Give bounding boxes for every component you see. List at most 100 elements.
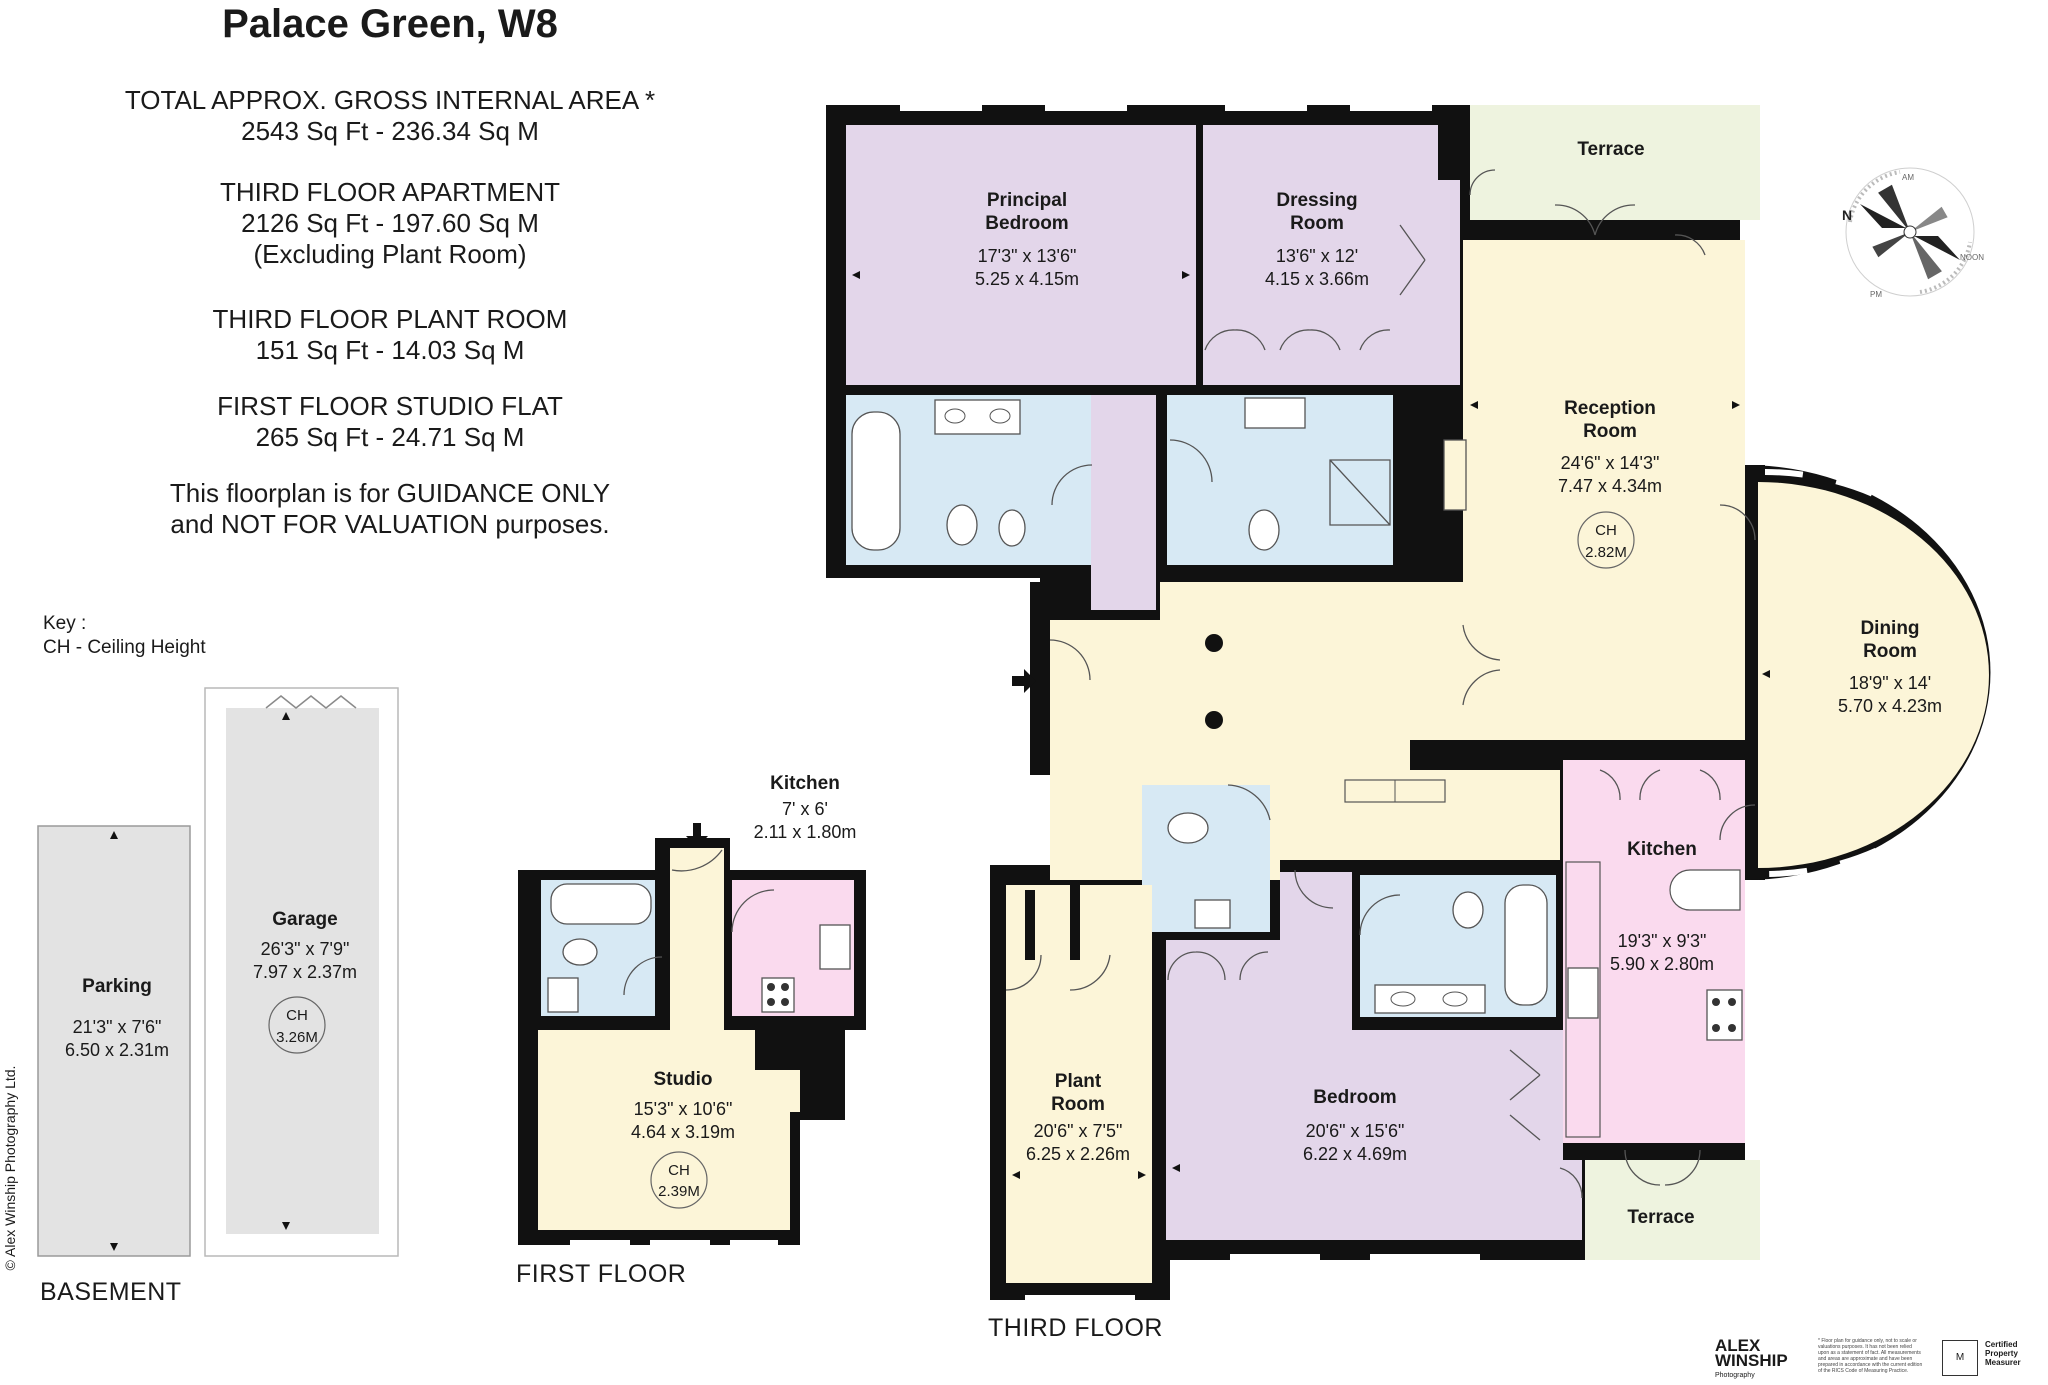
- dining-door: [1719, 504, 1756, 841]
- basin-bowl: [989, 408, 1011, 424]
- third-floor-area-value: 2126 Sq Ft - 197.60 Sq M: [241, 208, 539, 238]
- column: [1205, 711, 1223, 729]
- kitchen-sink: [1567, 967, 1599, 1019]
- parking-name: Parking: [82, 976, 152, 997]
- reception-name-2: Room: [1583, 421, 1637, 442]
- guidance-note: This floorplan is for GUIDANCE ONLY and …: [60, 478, 720, 540]
- plant-room-imperial: 20'6" x 7'5": [1034, 1121, 1123, 1141]
- studio-flat-area-label: FIRST FLOOR STUDIO FLAT: [217, 391, 563, 421]
- hob-ring: [1728, 998, 1736, 1006]
- studio-hallway: [670, 848, 724, 1030]
- third-floor-area: THIRD FLOOR APARTMENT 2126 Sq Ft - 197.6…: [60, 177, 720, 270]
- toilet: [946, 504, 978, 546]
- reception-metric: 7.47 x 4.34m: [1558, 476, 1662, 496]
- basement-label: BASEMENT: [40, 1278, 182, 1306]
- kitchen-sink: [819, 924, 851, 970]
- basin-bowl: [944, 408, 966, 424]
- ch-label: CH: [1595, 522, 1617, 539]
- bedroom-name: Bedroom: [1313, 1087, 1396, 1108]
- studio-room: [538, 1030, 800, 1230]
- basement-plan: Parking 21'3" x 7'6" 6.50 x 2.31m Garage…: [37, 687, 399, 1257]
- plant-room-area: THIRD FLOOR PLANT ROOM 151 Sq Ft - 14.03…: [60, 304, 720, 366]
- dining-name-2: Room: [1863, 641, 1917, 662]
- principal-bedroom-name-2: Bedroom: [985, 213, 1068, 234]
- hob-ring: [767, 998, 775, 1006]
- window: [1350, 105, 1432, 111]
- kitchen-metric: 5.90 x 2.80m: [1610, 954, 1714, 974]
- ch-value: 2.39M: [658, 1183, 700, 1200]
- shower: [1329, 459, 1391, 526]
- ch-value: 3.26M: [276, 1029, 318, 1046]
- fireplace: [1443, 439, 1467, 511]
- dressing-room-name-2: Room: [1290, 213, 1344, 234]
- first-floor-plan: Kitchen 7' x 6' 2.11 x 1.80m Studio 15'3…: [518, 773, 866, 1245]
- logo-line-2: WINSHIP: [1715, 1351, 1788, 1370]
- hob: [1706, 989, 1743, 1041]
- dim-arrow: [110, 831, 118, 839]
- studio-flat-area-value: 265 Sq Ft - 24.71 Sq M: [255, 422, 525, 452]
- dressing-room-name: Dressing: [1276, 190, 1357, 211]
- total-area-value: 2543 Sq Ft - 236.34 Sq M: [241, 116, 539, 146]
- ceiling-height-badge: [268, 996, 326, 1054]
- studio-imperial: 15'3" x 10'6": [634, 1099, 733, 1119]
- dim-arrow: [1182, 271, 1190, 279]
- dressing-room-imperial: 13'6" x 12': [1276, 246, 1358, 266]
- dim-arrow: [282, 712, 290, 720]
- guidance-line-1: This floorplan is for GUIDANCE ONLY: [169, 478, 611, 508]
- compass-n: N: [1842, 207, 1852, 223]
- hob-ring: [1712, 998, 1720, 1006]
- garage-door: [265, 695, 357, 709]
- bath: [1504, 884, 1548, 1006]
- dressing-room: [1203, 125, 1438, 385]
- terrace-doors: [1624, 1149, 1701, 1186]
- garage-metric: 7.97 x 2.37m: [253, 962, 357, 982]
- disclaimer: * Floor plan for guidance only, not to s…: [1818, 1338, 1923, 1374]
- principal-bedroom-metric: 5.25 x 4.15m: [975, 269, 1079, 289]
- basin-bowl: [1390, 991, 1416, 1007]
- ch-label: CH: [668, 1162, 690, 1179]
- hob-ring: [767, 983, 775, 991]
- plant-room-metric: 6.25 x 2.26m: [1026, 1144, 1130, 1164]
- dim-arrow: [1012, 1171, 1020, 1179]
- parking-space: [37, 825, 191, 1257]
- kitchen-door-swing: [731, 889, 775, 933]
- studio-kitchen-imperial: 7' x 6': [782, 799, 828, 819]
- alex-winship-logo: ALEX WINSHIP Photography: [1715, 1336, 1788, 1383]
- third-floor-label: THIRD FLOOR: [988, 1314, 1163, 1342]
- door-swing: [1227, 784, 1271, 821]
- window: [1230, 1254, 1320, 1260]
- garage-imperial: 26'3" x 7'9": [261, 939, 350, 959]
- rics-badge: Certified Property Measurer: [1985, 1340, 2021, 1367]
- guidance-line-2: and NOT FOR VALUATION purposes.: [170, 509, 610, 539]
- door-swing: [1005, 954, 1111, 991]
- hob-ring: [781, 998, 789, 1006]
- wardrobe-doors: [1509, 1049, 1541, 1141]
- window: [1370, 1254, 1480, 1260]
- hob-ring: [1728, 1024, 1736, 1032]
- badge-line-2: Property: [1985, 1349, 2018, 1358]
- studio-metric: 4.64 x 3.19m: [631, 1122, 735, 1142]
- door-swing: [1169, 439, 1213, 483]
- bath: [851, 411, 901, 551]
- hob: [761, 977, 795, 1013]
- compass-icon: N AM PM NOON: [1842, 167, 1984, 299]
- logo-line-1: ALEX: [1715, 1336, 1761, 1355]
- third-floor-area-label: THIRD FLOOR APARTMENT: [220, 177, 560, 207]
- third-floor-plan: Principal Bedroom 17'3" x 13'6" 5.25 x 4…: [826, 105, 2006, 1300]
- dim-arrow: [1172, 1164, 1180, 1172]
- dim-arrow: [1470, 401, 1478, 409]
- parking-imperial: 21'3" x 7'6": [73, 1017, 162, 1037]
- dim-arrow: [110, 1243, 118, 1251]
- parking-metric: 6.50 x 2.31m: [65, 1040, 169, 1060]
- third-floor-area-note: (Excluding Plant Room): [253, 239, 527, 269]
- reception-doors: [1462, 624, 1501, 706]
- logo-line-3: Photography: [1715, 1372, 1755, 1379]
- dim-arrow: [1732, 401, 1740, 409]
- basin-bowl: [1442, 991, 1468, 1007]
- bedroom-imperial: 20'6" x 15'6": [1306, 1121, 1405, 1141]
- ch-label: CH: [286, 1007, 308, 1024]
- wardrobe-doors: [1167, 951, 1269, 981]
- dim-arrow: [1138, 1171, 1146, 1179]
- terrace-bottom: [1585, 1160, 1760, 1260]
- plant-room-area-value: 151 Sq Ft - 14.03 Sq M: [255, 335, 525, 365]
